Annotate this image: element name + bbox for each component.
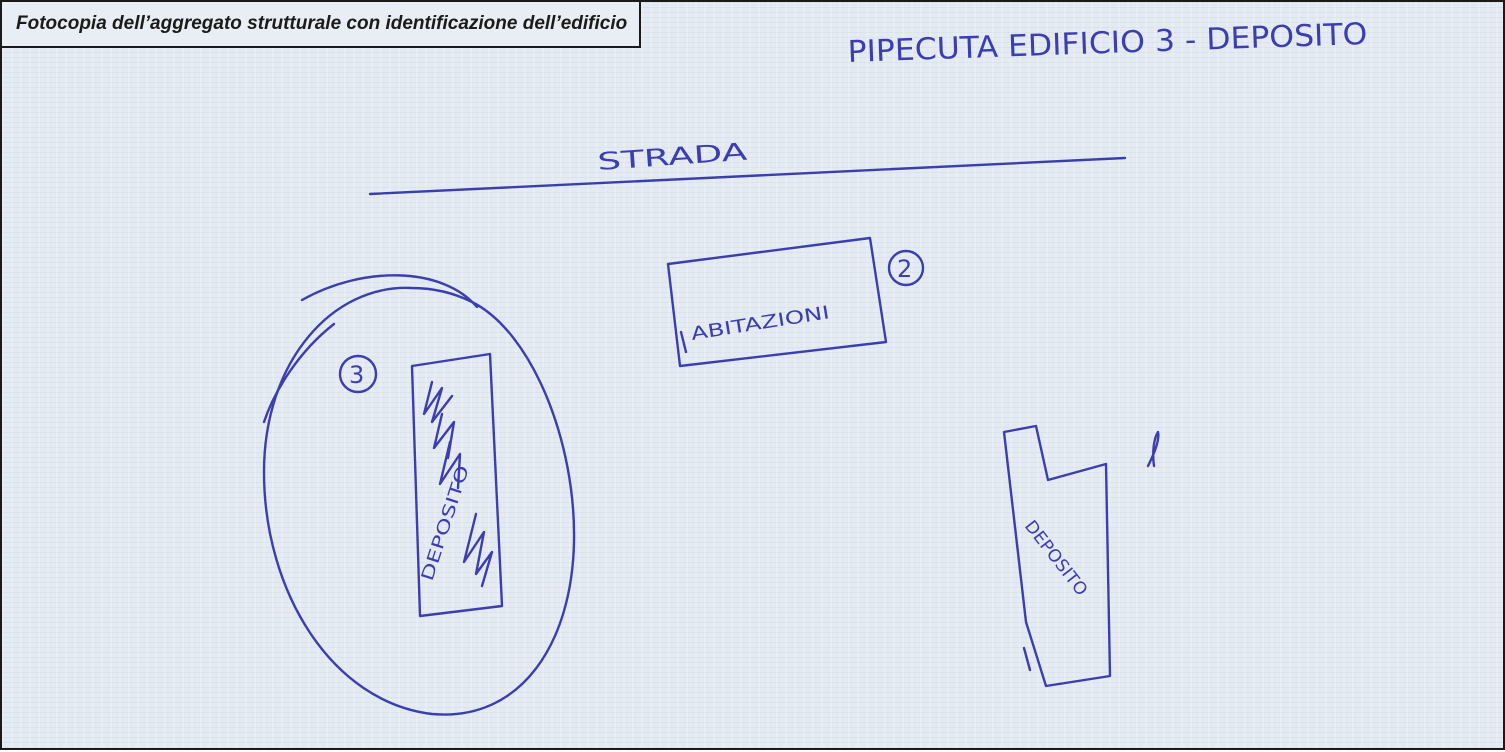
building-3-enclosure-inner-stroke	[262, 322, 336, 424]
building-2-outline	[666, 236, 888, 368]
building-3-outline	[410, 352, 504, 618]
road-label: STRADA	[596, 138, 748, 176]
building-2-number-circle	[887, 249, 925, 287]
building-1-side-tick	[1022, 646, 1032, 672]
building-1-label: DEPOSITO	[1020, 517, 1091, 600]
building-2-tick	[679, 330, 688, 354]
building-3-enclosure	[262, 286, 576, 716]
building-3-label: DEPOSITO	[418, 463, 474, 583]
header-note: PIPECUTA EDIFICIO 3 - DEPOSITO	[847, 17, 1368, 70]
form-title: Fotocopia dell’aggregato strutturale con…	[2, 2, 642, 48]
building-1-outline	[1002, 424, 1112, 688]
building-2-number: 2	[897, 255, 912, 283]
building-3-enclosure-extra-stroke	[300, 274, 479, 309]
building-1-number-mark	[1146, 430, 1160, 468]
building-2-label: ABITAZIONI	[689, 302, 831, 345]
road-line	[368, 156, 1127, 196]
building-3-hatching	[422, 380, 494, 588]
building-3-number-circle	[338, 354, 378, 394]
building-3-number: 3	[349, 361, 364, 389]
